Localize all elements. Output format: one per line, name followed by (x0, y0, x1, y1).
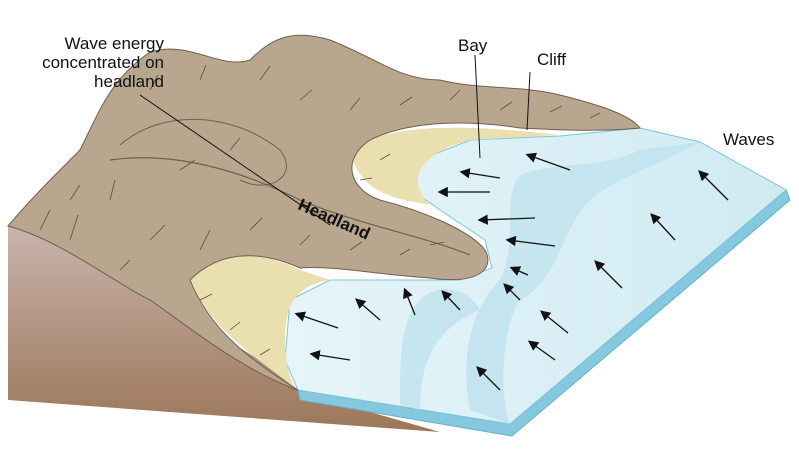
wave-direction-arrows (294, 152, 729, 391)
terrain-hatching (39, 64, 601, 356)
leader-cliff (526, 71, 531, 131)
headland-ridge (109, 157, 471, 256)
leader-bay (474, 54, 481, 159)
label-bay: Bay (458, 36, 488, 55)
lower-beach (190, 256, 330, 390)
label-wave-energy: Wave energy concentrated on headland (42, 34, 164, 91)
label-waves: Waves (723, 130, 775, 149)
land-surface (7, 34, 641, 391)
leader-wave-energy (139, 94, 331, 226)
bay-beach (350, 127, 560, 205)
wave-crests (400, 142, 700, 424)
label-cliff: Cliff (537, 50, 566, 69)
